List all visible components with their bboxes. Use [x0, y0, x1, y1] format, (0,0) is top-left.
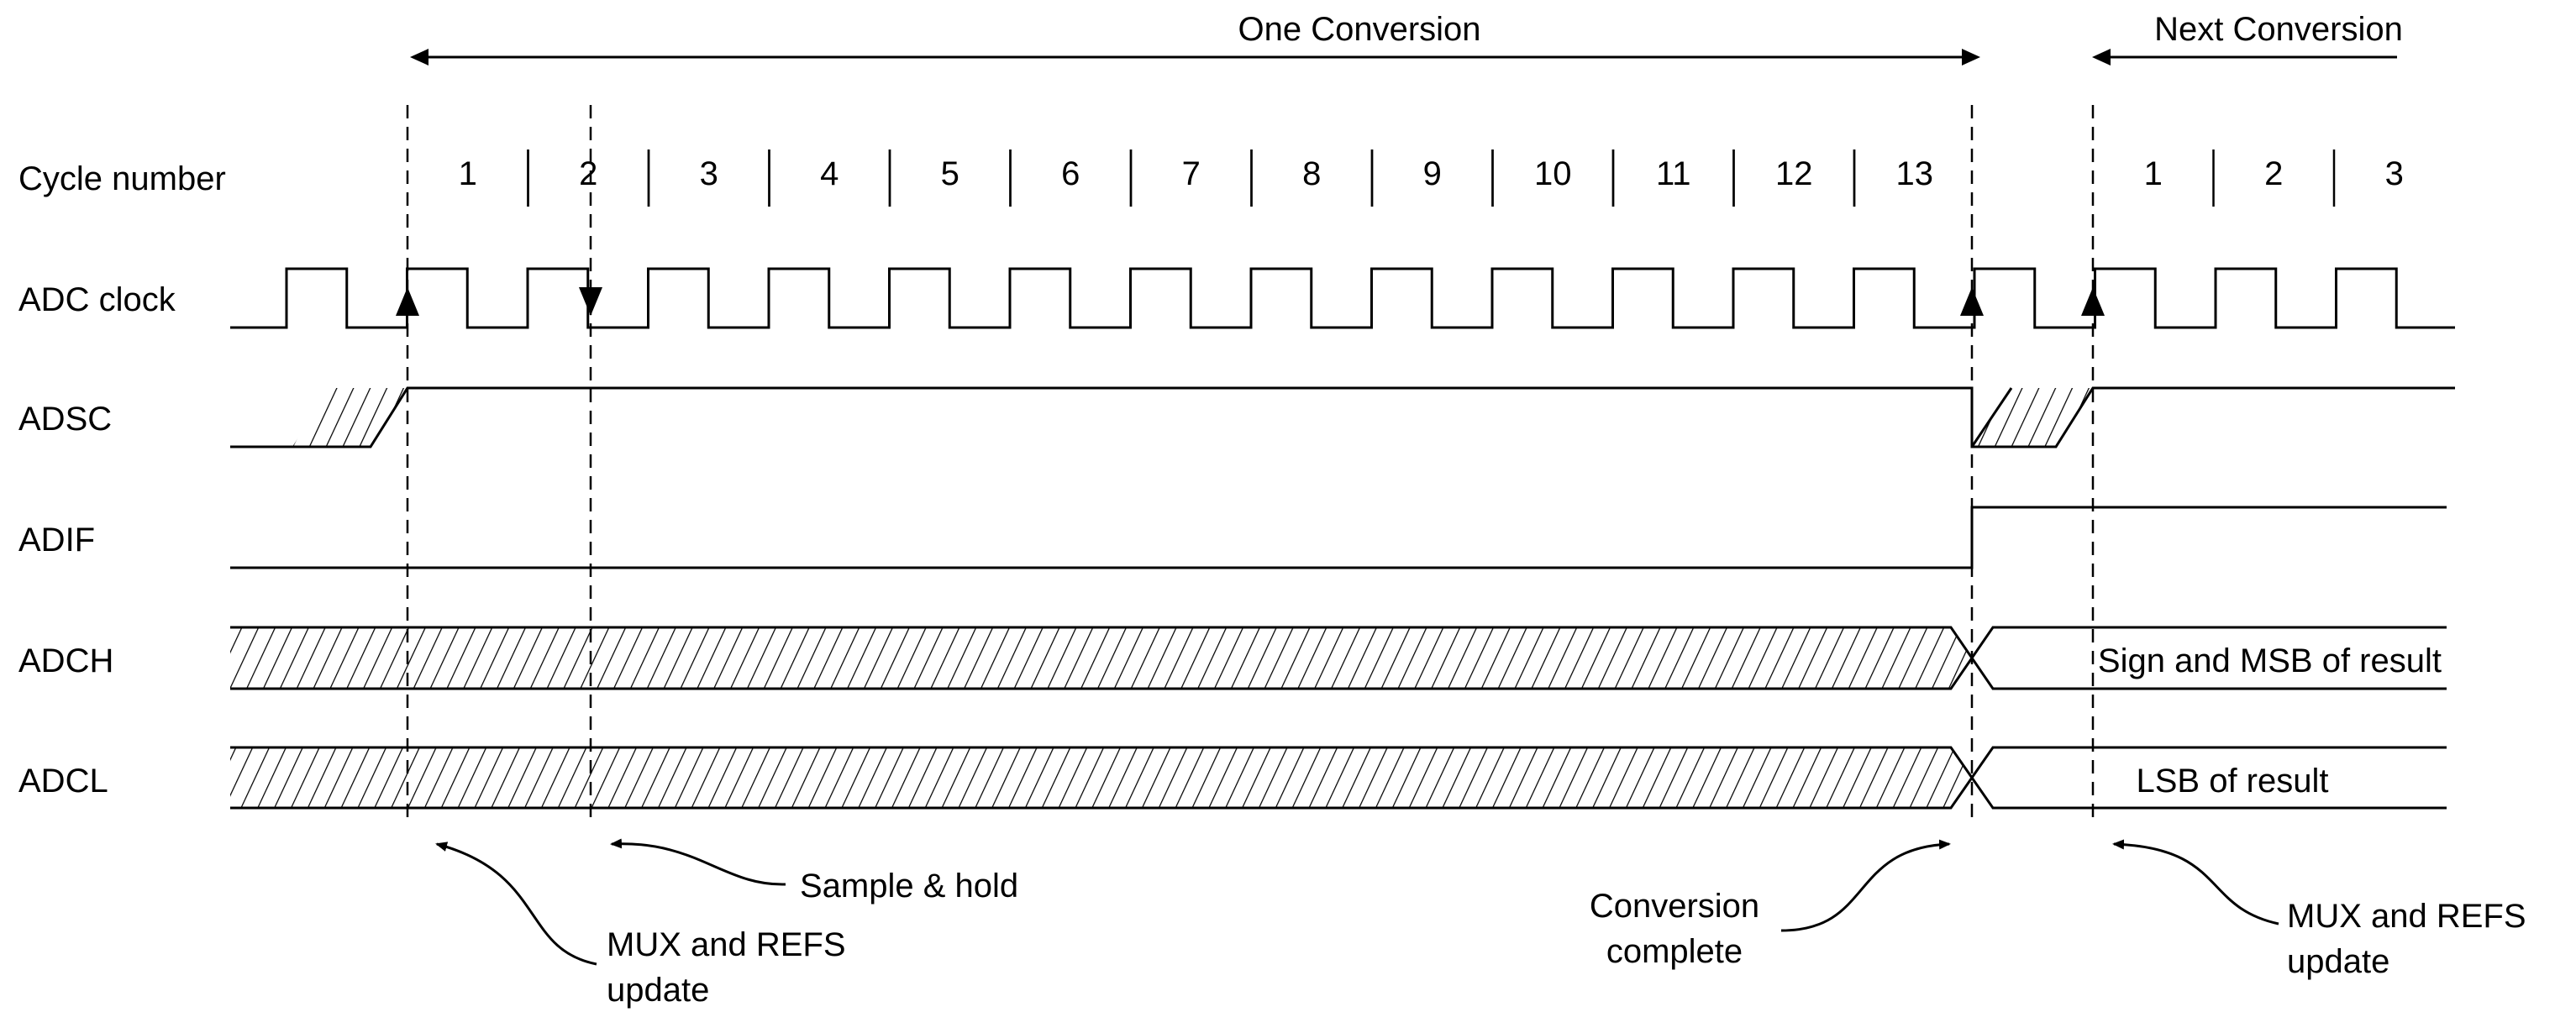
adcl-invalid-hatch [230, 747, 1972, 808]
cycle-number: 12 [1775, 155, 1813, 192]
cycle-number: 7 [1182, 155, 1201, 192]
adcl-value: LSB of result [2136, 763, 2328, 800]
conversion-complete-line2: complete [1606, 933, 1743, 970]
left-arrowhead-icon [2092, 49, 2111, 66]
adc-clock-label: ADC clock [18, 281, 176, 318]
one-conversion-label: One Conversion [1238, 11, 1480, 48]
adch-value: Sign and MSB of result [2098, 642, 2442, 679]
mux-update-2-line1: MUX and REFS [2287, 898, 2526, 935]
rising-edge-arrow-icon [2081, 287, 2105, 316]
cycle-number: 2 [579, 155, 597, 192]
adif-waveform [230, 506, 2447, 569]
mux-update-1-line2: update [607, 972, 709, 1009]
adcl-label: ADCL [18, 763, 108, 800]
annotation-mux-update-2: MUX and REFS update [2112, 839, 2526, 980]
cycle-number: 9 [1423, 155, 1442, 192]
falling-edge-arrow-icon [579, 287, 602, 316]
cycle-number: 3 [2385, 155, 2404, 192]
cycle-number: 4 [820, 155, 839, 192]
curved-arrow-icon [610, 838, 786, 886]
adch-invalid-hatch [230, 627, 1972, 689]
annotation-mux-update-1: MUX and REFS update [435, 842, 846, 1009]
adch-bus: Sign and MSB of result [230, 626, 2447, 690]
adif-label: ADIF [18, 522, 95, 558]
cycle-number: 6 [1061, 155, 1080, 192]
cycle-number: 11 [1656, 155, 1691, 192]
right-arrowhead-icon [1962, 49, 1980, 66]
one-conversion-span: One Conversion [410, 11, 1980, 66]
curved-arrow-icon [2112, 839, 2279, 925]
cycle-number: 5 [941, 155, 959, 192]
cycle-number-label: Cycle number [18, 160, 226, 197]
clock-trace [230, 267, 2455, 329]
curved-arrow-icon [1780, 839, 1951, 932]
adsc-waveform [230, 386, 2455, 448]
adch-label: ADCH [18, 642, 113, 679]
conversion-complete-line1: Conversion [1590, 888, 1759, 925]
cycle-number: 10 [1534, 155, 1572, 192]
next-conversion-span: Next Conversion [2092, 11, 2403, 66]
sample-hold-label: Sample & hold [800, 868, 1018, 905]
rising-edge-arrow-icon [396, 287, 419, 316]
clock-edge-arrows [396, 287, 2105, 316]
cycle-number: 1 [2144, 155, 2163, 192]
adc-clock-waveform [230, 267, 2455, 329]
left-arrowhead-icon [410, 49, 428, 66]
cycle-number: 3 [700, 155, 718, 192]
adsc-label: ADSC [18, 401, 112, 438]
rising-edge-arrow-icon [1960, 287, 1984, 316]
curved-arrow-icon [435, 842, 597, 966]
adcl-bus: LSB of result [230, 746, 2447, 810]
mux-update-2-line2: update [2287, 943, 2389, 980]
cycle-number: 2 [2264, 155, 2283, 192]
annotation-sample-hold: Sample & hold [610, 838, 1018, 905]
next-conversion-label: Next Conversion [2154, 11, 2403, 48]
cycle-number: 8 [1302, 155, 1321, 192]
cycle-number: 13 [1896, 155, 1934, 192]
cycle-number: 1 [459, 155, 477, 192]
mux-update-1-line1: MUX and REFS [607, 926, 846, 963]
annotation-conversion-complete: Conversion complete [1590, 839, 1951, 970]
event-markers [406, 105, 2095, 819]
